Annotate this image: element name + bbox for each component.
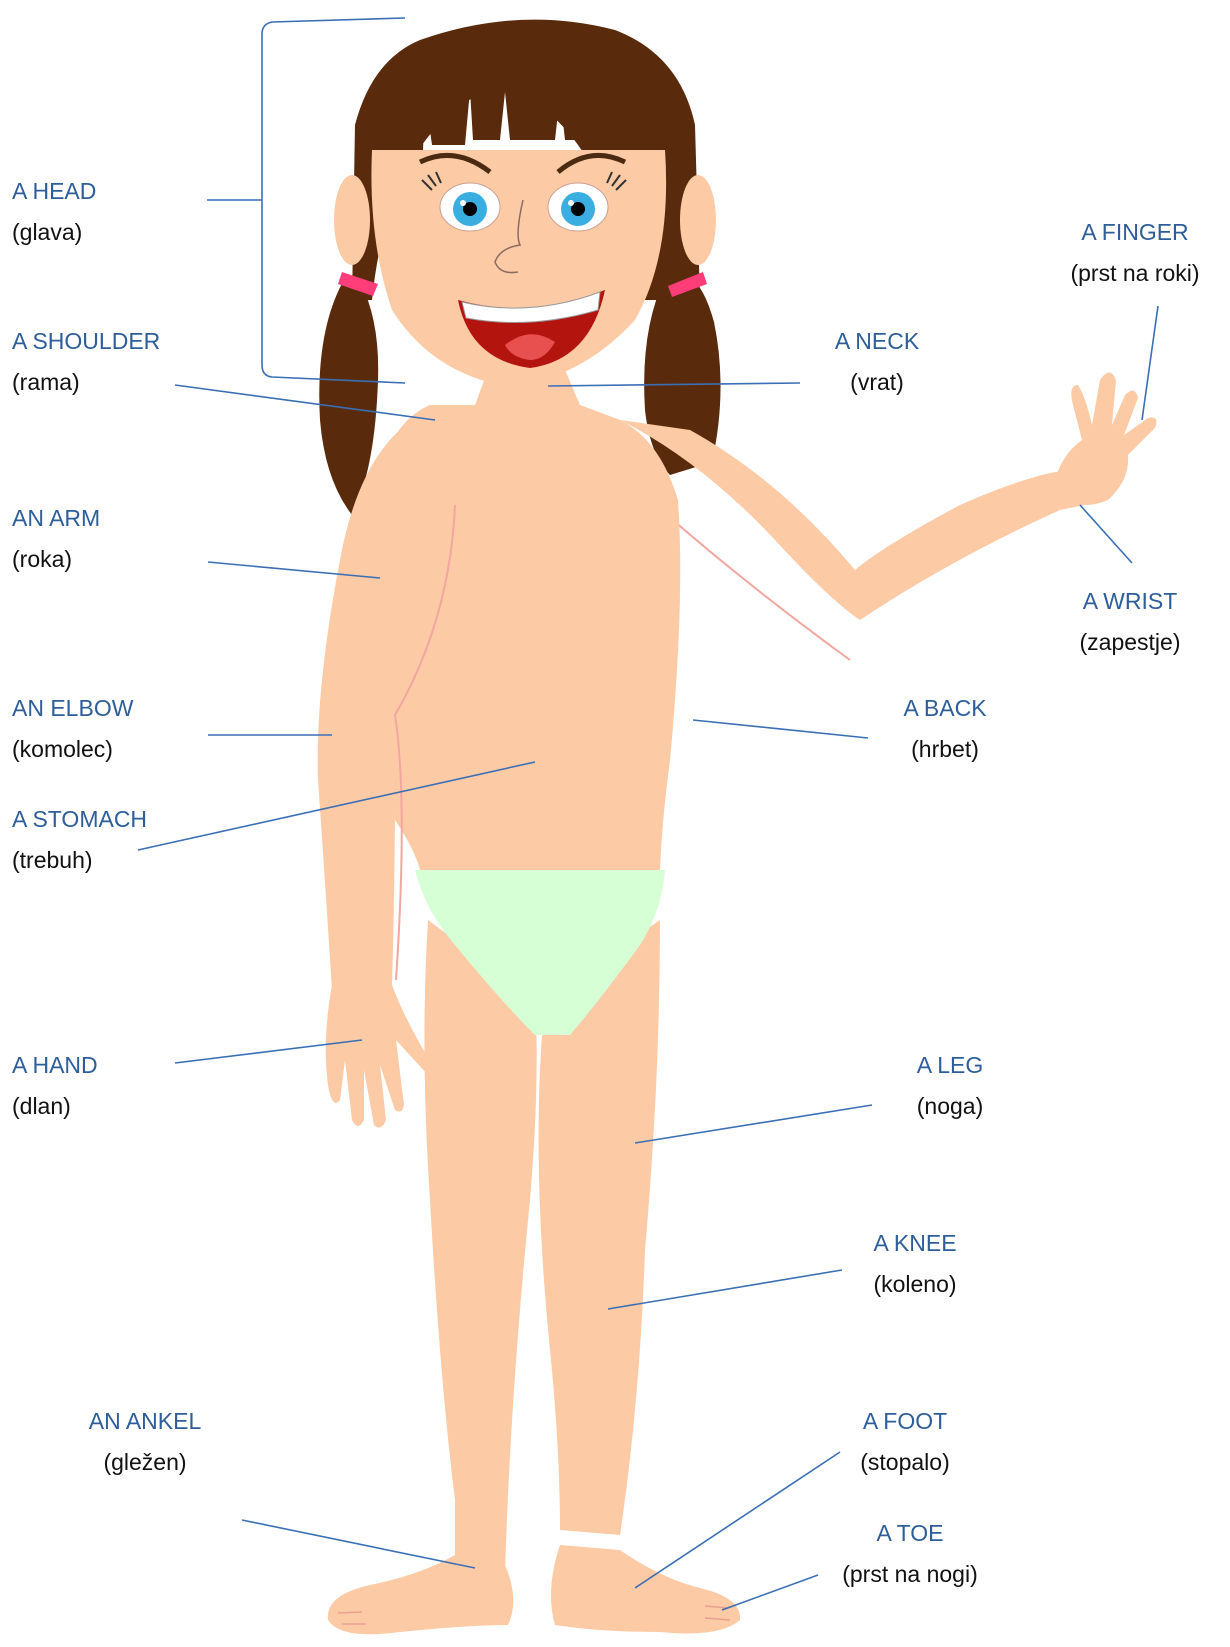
- label-finger-en: A FINGER: [1045, 212, 1225, 253]
- back-leader: [693, 720, 868, 738]
- label-stomach: A STOMACH (trebuh): [12, 799, 147, 881]
- neck: [475, 370, 580, 405]
- ear-left: [334, 175, 370, 265]
- finger-leader: [1142, 306, 1158, 420]
- label-head-sl: (glava): [12, 212, 96, 253]
- label-stomach-en: A STOMACH: [12, 799, 147, 840]
- label-head-en: A HEAD: [12, 171, 96, 212]
- ear-right: [680, 175, 716, 265]
- label-arm-en: AN ARM: [12, 498, 100, 539]
- label-foot-sl: (stopalo): [840, 1442, 970, 1483]
- label-knee: A KNEE (koleno): [850, 1223, 980, 1305]
- label-hand-en: A HAND: [12, 1045, 98, 1086]
- label-toe: A TOE (prst na nogi): [820, 1513, 1000, 1595]
- ankle-leader: [242, 1520, 475, 1568]
- eye-glint-left: [460, 200, 466, 206]
- toe-leader: [722, 1575, 818, 1610]
- label-neck-sl: (vrat): [812, 362, 942, 403]
- label-elbow: AN ELBOW (komolec): [12, 688, 133, 770]
- label-elbow-en: AN ELBOW: [12, 688, 133, 729]
- label-foot-en: A FOOT: [840, 1401, 970, 1442]
- label-foot: A FOOT (stopalo): [840, 1401, 970, 1483]
- label-neck-en: A NECK: [812, 321, 942, 362]
- eye-glint-right: [568, 200, 574, 206]
- girl-illustration: [318, 20, 1157, 1635]
- label-hand-sl: (dlan): [12, 1086, 98, 1127]
- lowered-hand: [326, 985, 435, 1128]
- label-wrist: A WRIST (zapestje): [1060, 581, 1200, 663]
- label-arm: AN ARM (roka): [12, 498, 100, 580]
- label-shoulder: A SHOULDER (rama): [12, 321, 160, 403]
- label-finger: A FINGER (prst na roki): [1045, 212, 1225, 294]
- label-knee-sl: (koleno): [850, 1264, 980, 1305]
- label-ankle-en: AN ANKEL: [75, 1401, 215, 1442]
- left-foot: [328, 1555, 514, 1634]
- label-neck: A NECK (vrat): [812, 321, 942, 403]
- leg-leader: [635, 1105, 872, 1143]
- label-back-sl: (hrbet): [880, 729, 1010, 770]
- label-hand: A HAND (dlan): [12, 1045, 98, 1127]
- label-back: A BACK (hrbet): [880, 688, 1010, 770]
- label-knee-en: A KNEE: [850, 1223, 980, 1264]
- label-ankle: AN ANKEL (gležen): [75, 1401, 215, 1483]
- label-shoulder-sl: (rama): [12, 362, 160, 403]
- label-arm-sl: (roka): [12, 539, 100, 580]
- label-toe-en: A TOE: [820, 1513, 1000, 1554]
- label-leg-en: A LEG: [890, 1045, 1010, 1086]
- label-ankle-sl: (gležen): [75, 1442, 215, 1483]
- shoulder-leader: [175, 385, 435, 420]
- label-wrist-en: A WRIST: [1060, 581, 1200, 622]
- foot-leader: [635, 1452, 840, 1588]
- label-leg: A LEG (noga): [890, 1045, 1010, 1127]
- label-finger-sl: (prst na roki): [1045, 253, 1225, 294]
- label-head: A HEAD (glava): [12, 171, 96, 253]
- wrist-leader: [1080, 505, 1132, 563]
- label-wrist-sl: (zapestje): [1060, 622, 1200, 663]
- label-leg-sl: (noga): [890, 1086, 1010, 1127]
- label-elbow-sl: (komolec): [12, 729, 133, 770]
- label-toe-sl: (prst na nogi): [820, 1554, 1000, 1595]
- raised-arm: [620, 420, 1085, 620]
- right-foot: [551, 1545, 740, 1634]
- label-stomach-sl: (trebuh): [12, 840, 147, 881]
- raised-hand: [1052, 373, 1156, 506]
- label-back-en: A BACK: [880, 688, 1010, 729]
- label-shoulder-en: A SHOULDER: [12, 321, 160, 362]
